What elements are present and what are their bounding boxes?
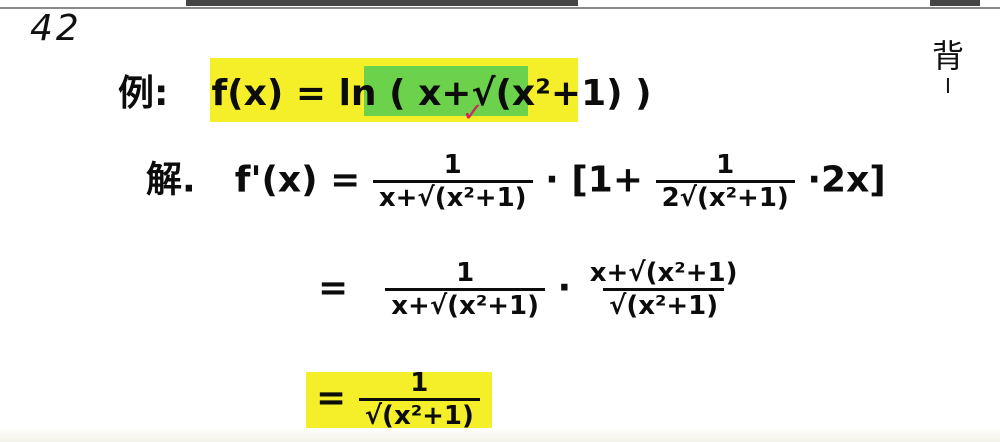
check-mark-icon: ✓ (462, 98, 484, 128)
multiply-dot: · (545, 159, 559, 201)
step2-equals: = (318, 267, 349, 309)
fraction-denominator: 2√(x²+1) (655, 180, 795, 213)
result-highlight (306, 372, 492, 434)
solution-label: 解. (146, 159, 196, 201)
example-line: 例: f(x) = ln ( x+√(x²+1) ) (118, 64, 652, 116)
example-equals: = (295, 73, 327, 114)
side-note-char: 背 (931, 37, 964, 75)
step2-fraction-1: 1 x+√(x²+1) (385, 258, 545, 321)
fraction-denominator: √(x²+1) (358, 398, 480, 431)
fraction-denominator: x+√(x²+1) (372, 180, 533, 213)
result-fraction: 1 √(x²+1) (358, 368, 480, 431)
fraction-numerator: 1 (716, 150, 735, 180)
bracket-tail: ·2x] (807, 159, 886, 201)
fraction-numerator: 1 (443, 150, 462, 180)
fraction-numerator: 1 (456, 258, 475, 288)
solution-fraction-2: 1 2√(x²+1) (655, 150, 795, 213)
result-line: = 1 √(x²+1) (316, 368, 480, 431)
function-lhs: f(x) (211, 73, 284, 114)
fraction-denominator: x+√(x²+1) (385, 288, 545, 321)
solution-line: 解. f'(x) = 1 x+√(x²+1) · [1+ 1 2√(x²+1) … (146, 150, 886, 213)
page-number-note: 42 (30, 8, 82, 49)
derivative-lhs: f'(x) (234, 159, 318, 201)
step2-line: = 1 x+√(x²+1) · x+√(x²+1) √(x²+1) (318, 258, 743, 321)
close-paren: ) (635, 73, 652, 114)
multiply-dot: · (557, 267, 572, 309)
step2-fraction-2: x+√(x²+1) √(x²+1) (584, 258, 744, 321)
argument-highlight (364, 66, 528, 116)
open-paren: ( (389, 73, 406, 114)
side-annotation: 背 I (918, 38, 978, 98)
function-argument: x+√(x²+1) (418, 73, 623, 114)
solution-fraction-1: 1 x+√(x²+1) (372, 150, 533, 213)
top-cropped-text (186, 0, 578, 6)
fraction-numerator: 1 (410, 368, 429, 398)
function-name: ln (338, 73, 377, 114)
page-bottom-edge (0, 428, 1000, 442)
fraction-denominator: √(x²+1) (603, 288, 725, 321)
side-note-mark: I (945, 73, 951, 98)
result-equals: = (316, 377, 347, 419)
page-top-rule (0, 0, 1000, 9)
bracket-open: [1+ (571, 159, 644, 201)
top-cropped-text-right (930, 0, 980, 6)
example-label: 例: (118, 73, 169, 114)
fraction-numerator: x+√(x²+1) (589, 258, 738, 288)
solution-equals: = (330, 159, 361, 201)
